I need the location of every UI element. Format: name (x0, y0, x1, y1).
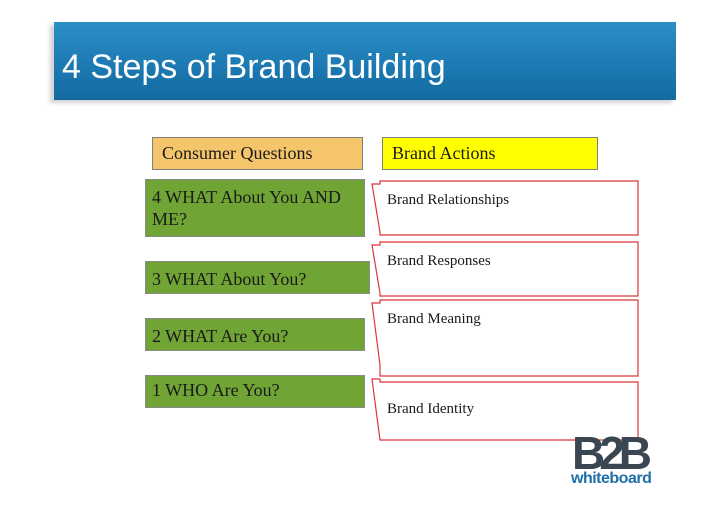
slide-title: 4 Steps of Brand Building (62, 48, 446, 86)
question-step-4: 4 WHAT About You AND ME? (145, 179, 365, 237)
action-brand-relationships: Brand Relationships (387, 192, 510, 208)
logo-mark: B2B (572, 427, 651, 479)
b2b-logo-icon: B2B (572, 427, 657, 479)
action-brand-responses: Brand Responses (387, 253, 491, 269)
question-step-1: 1 WHO Are You? (145, 375, 365, 408)
title-bar: 4 Steps of Brand Building (54, 22, 676, 100)
action-brand-identity: Brand Identity (387, 401, 475, 417)
action-box-identity (371, 378, 639, 441)
question-step-3: 3 WHAT About You? (145, 261, 370, 294)
logo-wordmark: whiteboard (571, 470, 652, 487)
action-box-meaning (371, 299, 639, 377)
brand-actions-header: Brand Actions (382, 137, 598, 170)
action-brand-meaning: Brand Meaning (387, 311, 481, 327)
consumer-questions-header: Consumer Questions (152, 137, 363, 170)
question-step-2: 2 WHAT Are You? (145, 318, 365, 351)
action-box-relationships (371, 180, 639, 236)
action-box-responses (371, 241, 639, 297)
